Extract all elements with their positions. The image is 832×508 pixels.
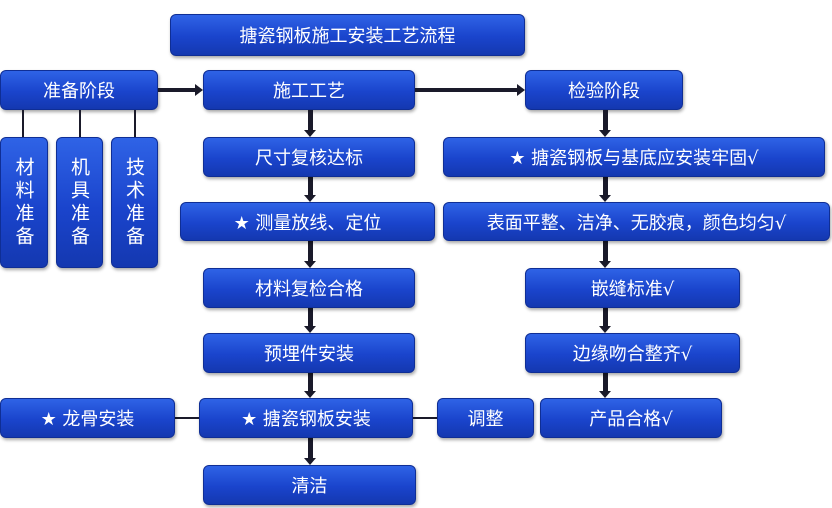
stage-inspect: 检验阶段 <box>525 70 683 110</box>
side-adjust: 调整 <box>437 398 534 438</box>
stage-construct: 施工工艺 <box>203 70 415 110</box>
connector <box>308 177 313 195</box>
connector <box>603 373 608 391</box>
connector <box>158 88 196 92</box>
connector <box>308 373 313 391</box>
connector <box>308 241 313 261</box>
arrow-head <box>599 391 611 398</box>
prep-item-tools: 机具准备 <box>56 137 103 268</box>
arrow-head <box>304 195 316 202</box>
connector <box>603 308 608 326</box>
side-keel-install: ★ 龙骨安装 <box>0 398 175 438</box>
arrow-head <box>304 458 316 465</box>
connector <box>308 438 313 458</box>
connector <box>415 88 517 92</box>
connector <box>603 177 608 195</box>
step-material-recheck: 材料复检合格 <box>203 268 415 308</box>
step-cleaning: 清洁 <box>203 465 416 505</box>
connector <box>175 417 199 419</box>
arrow-head <box>599 326 611 333</box>
arrow-head <box>304 261 316 268</box>
connector <box>413 417 437 419</box>
connector <box>603 110 608 130</box>
arrow-head <box>599 195 611 202</box>
step-panel-install: ★ 搪瓷钢板安装 <box>199 398 413 438</box>
step-size-check: 尺寸复核达标 <box>203 137 415 177</box>
connector <box>603 241 608 261</box>
step-survey-layout: ★ 测量放线、定位 <box>180 202 435 241</box>
diagram-title: 搪瓷钢板施工安装工艺流程 <box>170 14 525 56</box>
inspect-surface: 表面平整、洁净、无胶痕，颜色均匀√ <box>443 202 830 241</box>
inspect-joint: 嵌缝标准√ <box>525 268 740 308</box>
step-embedded-parts: 预埋件安装 <box>203 333 415 373</box>
connector <box>308 308 313 326</box>
arrow-head <box>304 391 316 398</box>
inspect-product-pass: 产品合格√ <box>540 398 722 438</box>
arrow-head <box>304 326 316 333</box>
prep-item-materials: 材料准备 <box>0 137 48 268</box>
prep-item-technical: 技术准备 <box>111 137 158 268</box>
connector <box>308 110 313 130</box>
arrow-head <box>599 261 611 268</box>
connector <box>134 110 136 137</box>
arrow-head <box>599 130 611 137</box>
inspect-secure-install: ★ 搪瓷钢板与基底应安装牢固√ <box>443 137 825 177</box>
connector <box>22 110 24 137</box>
inspect-edge: 边缘吻合整齐√ <box>525 333 740 373</box>
stage-prep: 准备阶段 <box>0 70 158 110</box>
arrow-head <box>195 84 203 96</box>
arrow-head <box>517 84 525 96</box>
arrow-head <box>304 130 316 137</box>
connector <box>79 110 81 137</box>
